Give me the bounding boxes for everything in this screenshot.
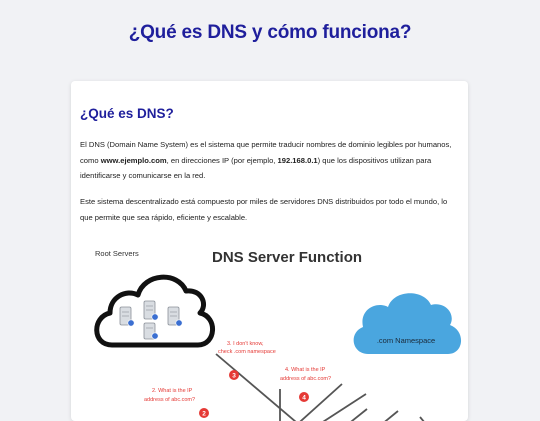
paragraph-intro: El DNS (Domain Name System) es el sistem…: [80, 137, 461, 184]
example-ip: 192.168.0.1: [277, 155, 318, 165]
step-3-number: 3: [232, 373, 236, 380]
server-icon: [143, 300, 159, 321]
example-domain: www.ejemplo.com: [100, 155, 167, 165]
server-icon: [119, 306, 135, 327]
step-4-text: address of abc.com?: [280, 376, 331, 382]
arrow-line: [215, 353, 297, 421]
section-heading: ¿Qué es DNS?: [80, 106, 174, 121]
root-servers-label: Root Servers: [95, 249, 139, 258]
dns-diagram: Root Servers DNS Server Function: [94, 249, 462, 421]
paragraph-text: , en direcciones IP (por ejemplo,: [166, 155, 278, 165]
namespace-label: .com Namespace: [377, 336, 435, 345]
paragraph-text: El DNS (Domain Name System) es el sistem…: [80, 140, 452, 165]
paragraph-text: ) que los dispositivos utilizan para ide…: [80, 155, 432, 181]
server-icon: [143, 322, 159, 340]
step-4-number: 4: [302, 395, 306, 402]
step-3-text: check .com namespace: [218, 349, 276, 355]
step-3-text: 3. I don't know,: [227, 341, 264, 347]
step-4-badge: [299, 392, 309, 402]
page-title: ¿Qué es DNS y cómo funciona?: [128, 22, 412, 43]
step-4-text: 4. What is the IP: [285, 367, 326, 373]
server-icon: [167, 306, 183, 327]
namespace-cloud-icon: [353, 293, 462, 354]
arrow-line: [384, 410, 399, 421]
step-2-text: 2. What is the IP: [152, 388, 193, 394]
arrow-line: [350, 408, 368, 421]
diagram-title: DNS Server Function: [212, 249, 362, 266]
step-2-number: 2: [202, 411, 206, 418]
arrow-line: [419, 416, 425, 421]
step-2-text: address of abc.com?: [144, 397, 195, 403]
step-3-badge: [229, 370, 239, 380]
paragraph-system: Este sistema descentralizado está compue…: [80, 197, 448, 222]
content-card: ¿Qué es DNS? El DNS (Domain Name System)…: [71, 81, 468, 421]
